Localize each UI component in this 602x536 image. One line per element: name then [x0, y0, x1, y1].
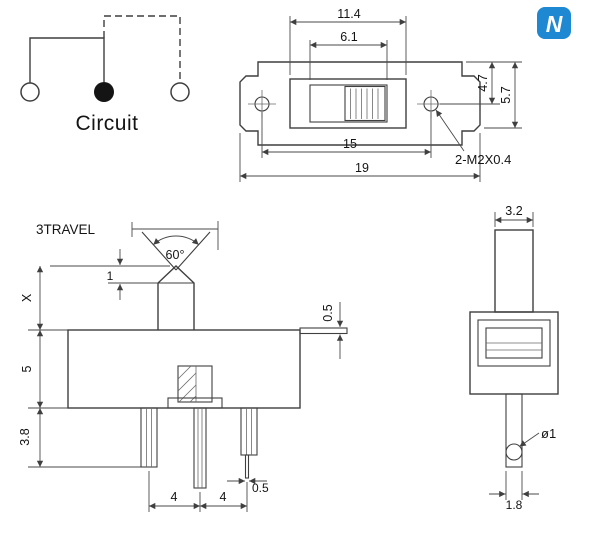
brand-logo-letter: N: [546, 11, 563, 37]
tip-angle-label: 60°: [166, 248, 185, 262]
pin-width-dimension: [489, 471, 539, 500]
slider-slot: [309, 84, 388, 123]
side-body: [469, 311, 559, 395]
brand-logo: N: [537, 7, 571, 39]
dim-height-b: 5.7: [499, 86, 513, 103]
side-view: 3.2 ø1 1.8: [469, 204, 559, 512]
tip-height-dimension: [50, 249, 170, 300]
terminal-left: [140, 407, 158, 468]
left-chain-dimensions: [28, 266, 141, 468]
dim-x-height: X: [20, 293, 34, 302]
side-tab: [299, 327, 348, 335]
top-view-flange-outline: [239, 61, 481, 146]
dim-pin-width: 1.8: [506, 498, 523, 512]
slider-frame: [289, 78, 407, 129]
travel-label: 3TRAVEL: [36, 222, 96, 237]
terminal-open-right: [170, 82, 190, 102]
dim-slot-width: 6.1: [340, 30, 357, 44]
side-actuator: [494, 229, 534, 313]
dim-pin-thickness: 0.5: [252, 481, 269, 495]
front-view: 3TRAVEL 60° 1: [18, 221, 348, 512]
terminal-right: [240, 407, 258, 479]
circuit-dashed-wire: [103, 15, 181, 83]
hole-diameter-note: ø1: [541, 426, 556, 441]
dim-tab-thickness: 0.5: [321, 304, 335, 321]
dim-body-height: 5: [20, 365, 34, 372]
terminal-center: [193, 407, 207, 489]
top-view-dimension-lines: [239, 16, 522, 182]
dim-hole-pitch: 15: [343, 137, 357, 151]
side-terminal-pin: [505, 393, 523, 468]
circuit-label: Circuit: [75, 112, 138, 135]
dim-overall-length: 19: [355, 161, 369, 175]
terminal-common-filled: [94, 82, 114, 102]
hole-leader-line: [519, 432, 540, 447]
dim-actuator-width: 3.2: [505, 204, 522, 218]
top-view: 11.4 6.1 15 19 4.7 5.7 2-M2X0.4: [239, 7, 522, 182]
dim-height-a: 4.7: [476, 74, 490, 91]
travel-dimension-line: [131, 221, 219, 250]
terminal-hole: [505, 443, 523, 461]
actuator-width-dimension: [494, 212, 534, 227]
internal-contact: [167, 365, 223, 409]
circuit-solid-wire: [29, 37, 105, 83]
actuator: [157, 265, 195, 330]
thread-note: 2-M2X0.4: [455, 152, 511, 167]
slider-knob: [344, 85, 386, 122]
pin-pitch-dimensions: [148, 471, 248, 512]
switch-body: [67, 329, 301, 409]
dim-leg-length: 3.8: [18, 428, 32, 445]
dim-pitch-left: 4: [171, 490, 178, 504]
terminal-open-left: [20, 82, 40, 102]
tip-angle-dimension: [141, 231, 211, 271]
dim-tip-height: 1: [107, 269, 114, 283]
dim-frame-width: 11.4: [337, 7, 360, 21]
circuit-diagram: Circuit: [20, 15, 190, 135]
dim-pitch-right: 4: [220, 490, 227, 504]
brand-logo-badge: [537, 7, 571, 39]
